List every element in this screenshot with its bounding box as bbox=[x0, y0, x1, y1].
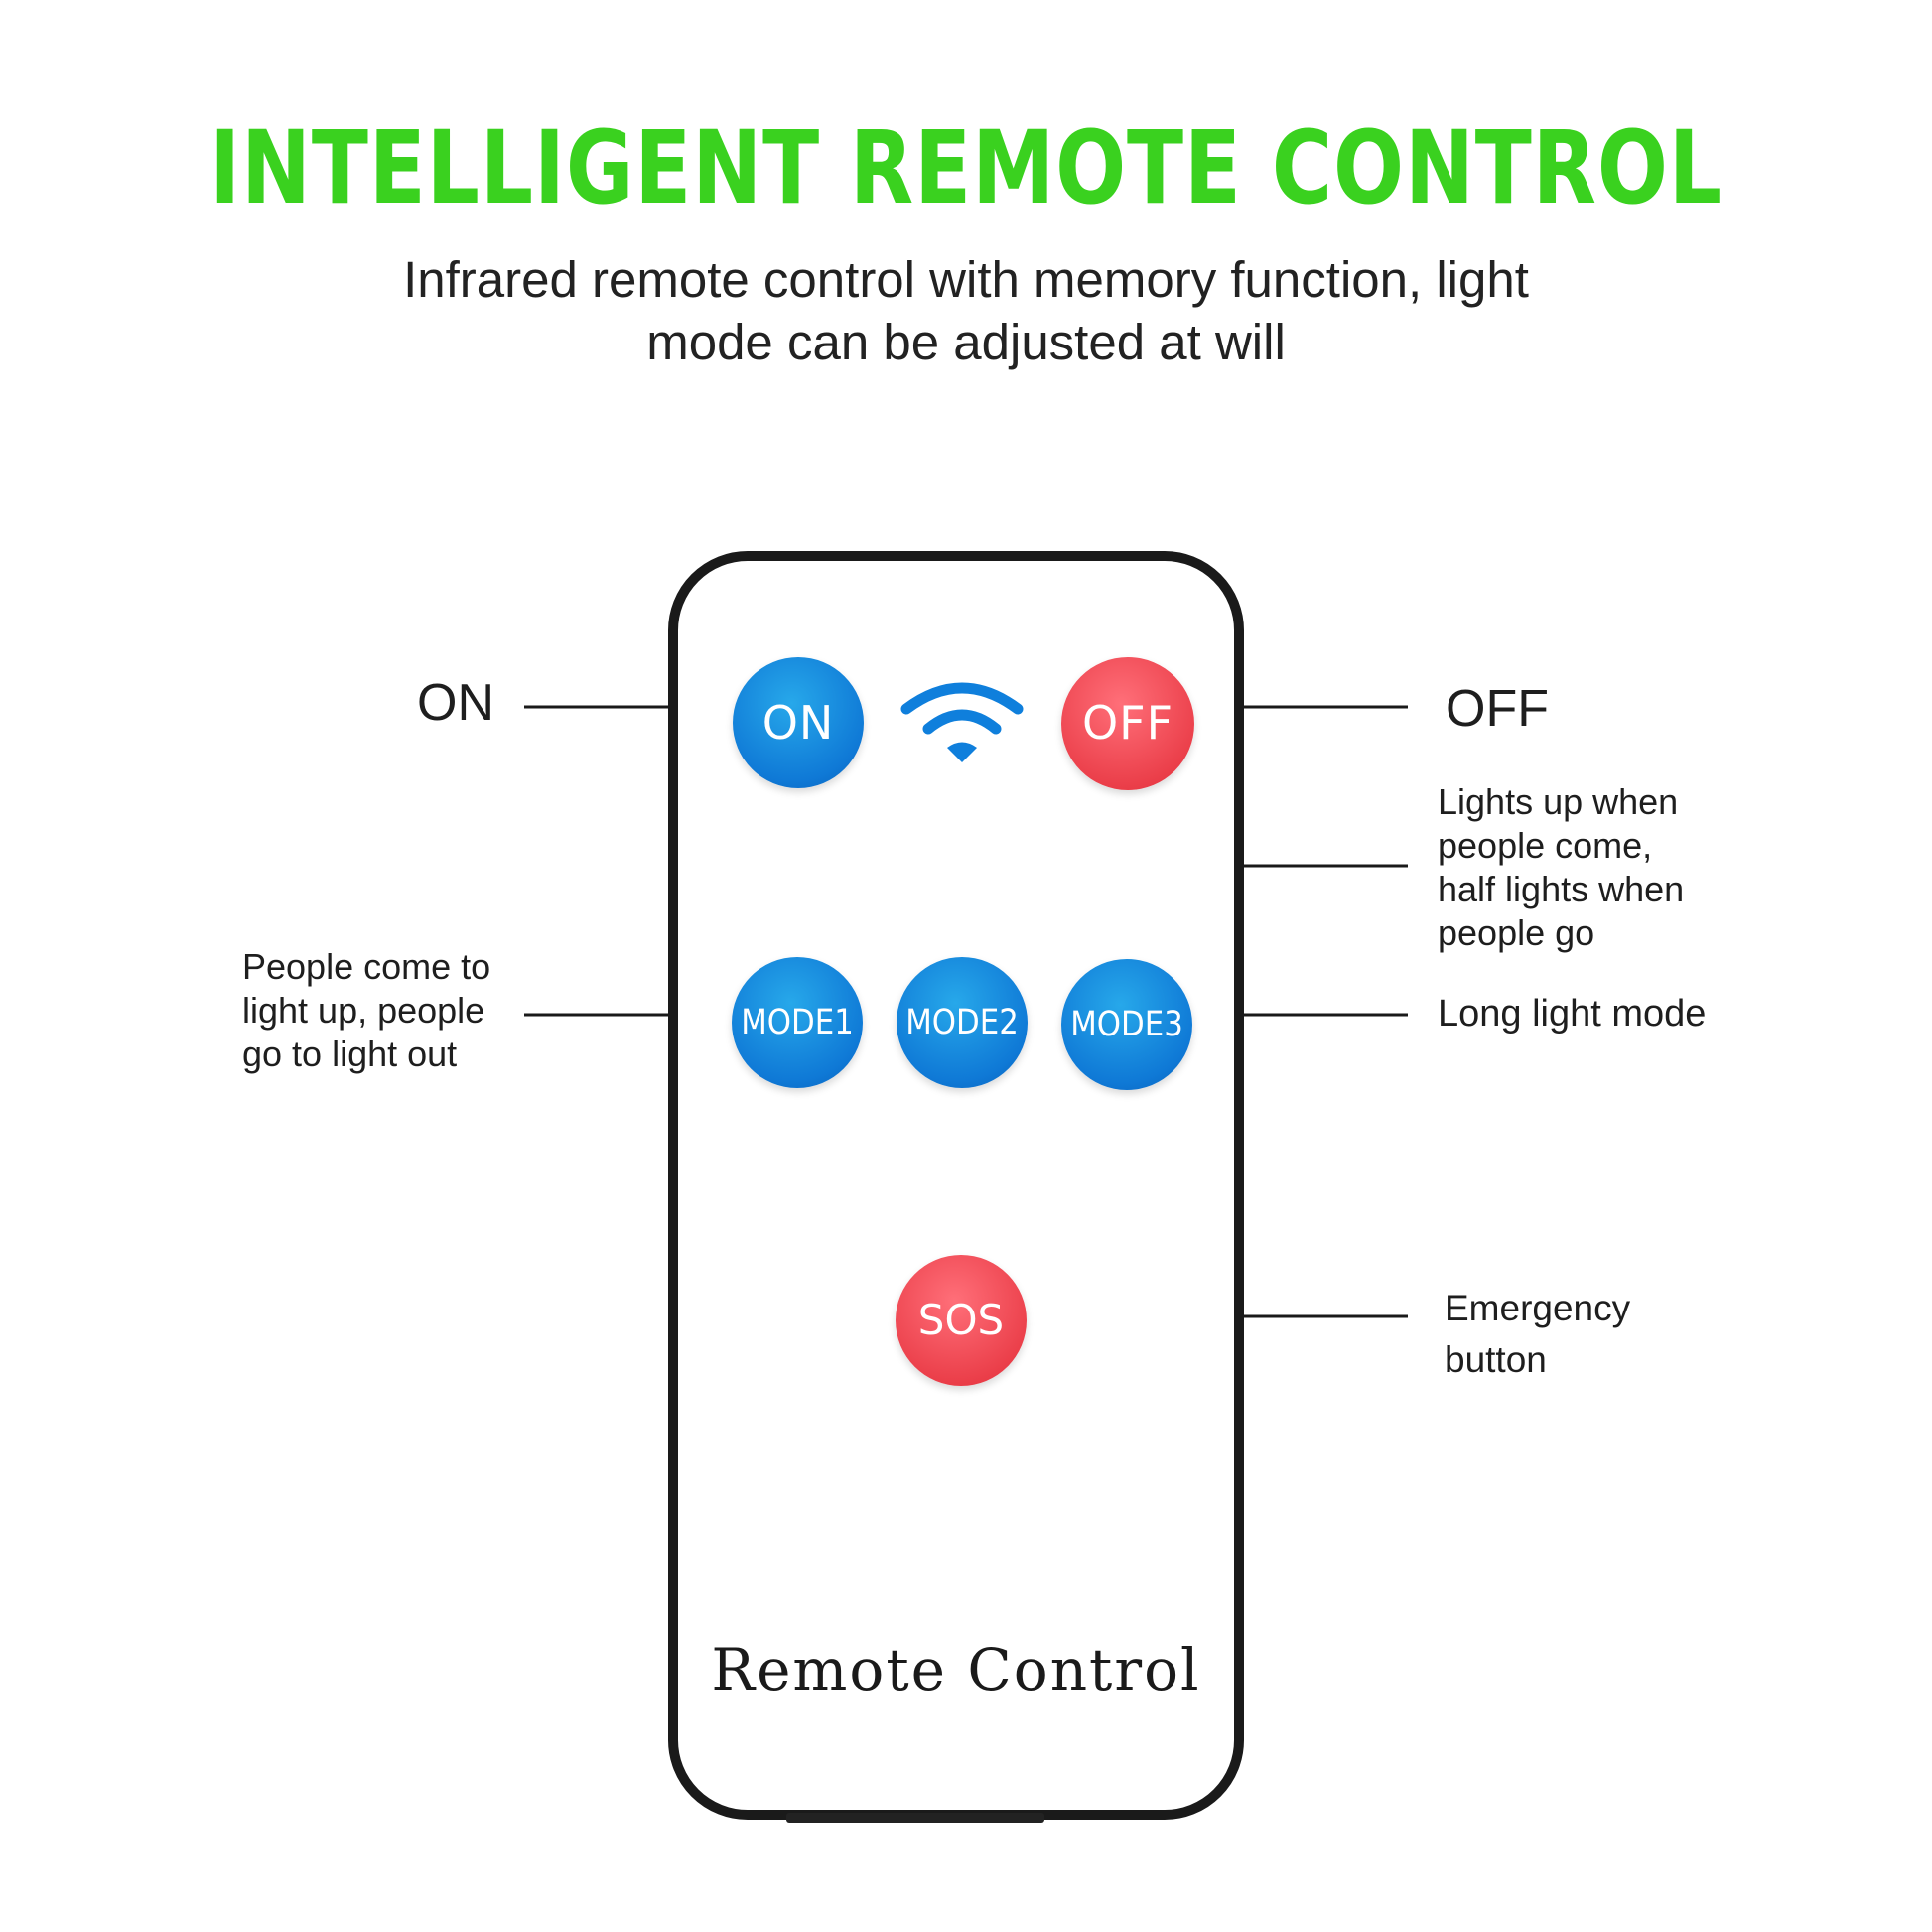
label-mode2-line: half lights when bbox=[1438, 869, 1685, 909]
mode1-button[interactable]: MODE1 bbox=[732, 957, 863, 1088]
label-sos-line: Emergency bbox=[1445, 1288, 1631, 1328]
off-button-label: OFF bbox=[1081, 696, 1174, 750]
on-button[interactable]: ON bbox=[733, 657, 864, 788]
label-off: OFF bbox=[1446, 680, 1549, 738]
label-mode2-line: Lights up when bbox=[1438, 781, 1679, 822]
subtitle-line-1: Infrared remote control with memory func… bbox=[403, 251, 1529, 308]
mode3-button[interactable]: MODE3 bbox=[1061, 959, 1192, 1090]
sos-button-label: SOS bbox=[917, 1296, 1005, 1344]
on-button-label: ON bbox=[761, 696, 835, 750]
off-button[interactable]: OFF bbox=[1061, 657, 1194, 790]
label-mode1: People come to light up, people go to li… bbox=[242, 945, 540, 1076]
label-mode3: Long light mode bbox=[1438, 993, 1707, 1035]
page-subtitle: Infrared remote control with memory func… bbox=[321, 248, 1611, 373]
label-mode2: Lights up when people come, half lights … bbox=[1438, 780, 1735, 955]
sos-button[interactable]: SOS bbox=[896, 1255, 1027, 1386]
label-mode1-line: go to light out bbox=[242, 1034, 458, 1074]
page-title: INTELLIGENT REMOTE CONTROL bbox=[209, 109, 1723, 227]
subtitle-line-2: mode can be adjusted at will bbox=[646, 314, 1286, 370]
label-sos-line: button bbox=[1445, 1339, 1547, 1380]
label-mode2-line: people go bbox=[1438, 912, 1595, 953]
label-mode1-line: light up, people bbox=[242, 990, 485, 1031]
mode2-button-label: MODE2 bbox=[905, 1003, 1019, 1042]
label-on: ON bbox=[417, 674, 494, 732]
remote-caption: Remote Control bbox=[711, 1636, 1201, 1704]
remote-base bbox=[786, 1813, 1044, 1823]
label-sos: Emergency button bbox=[1445, 1283, 1703, 1386]
wifi-icon bbox=[900, 682, 1024, 762]
mode3-button-label: MODE3 bbox=[1070, 1005, 1183, 1044]
mode1-button-label: MODE1 bbox=[741, 1003, 854, 1042]
label-mode2-line: people come, bbox=[1438, 825, 1653, 866]
label-mode1-line: People come to bbox=[242, 946, 491, 987]
mode2-button[interactable]: MODE2 bbox=[897, 957, 1028, 1088]
